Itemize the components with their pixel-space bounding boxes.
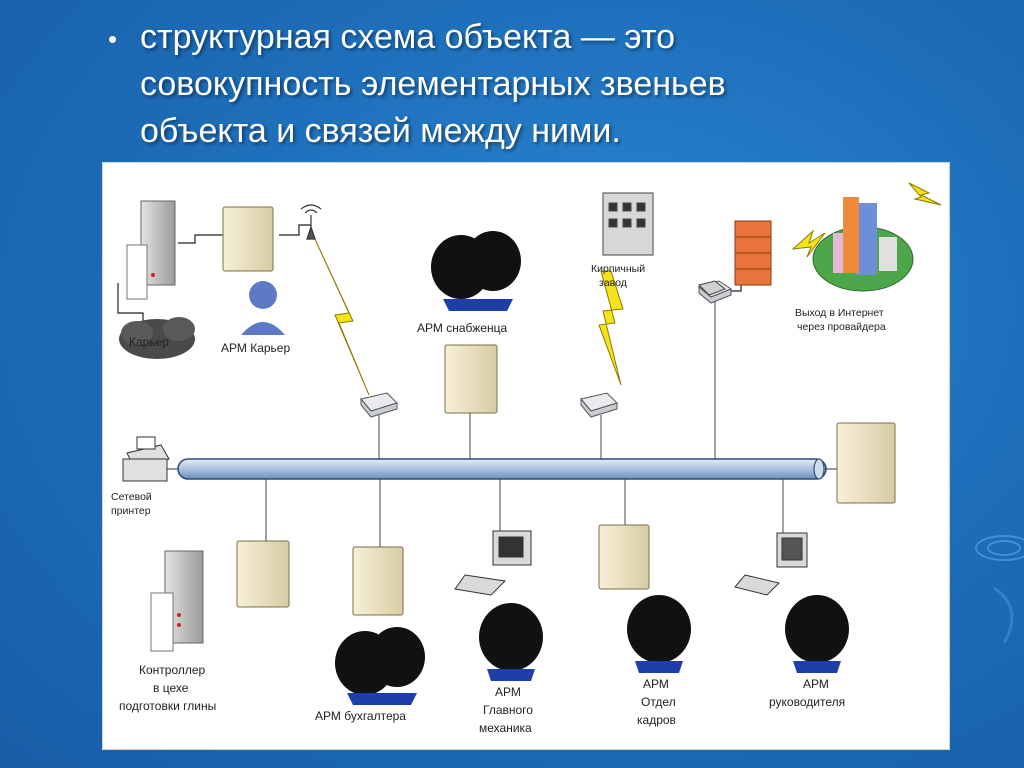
firewall-icon bbox=[734, 220, 772, 286]
network-bus bbox=[163, 458, 839, 480]
person-kadry bbox=[627, 595, 691, 673]
label-arm-rukovoditelya-line2: руководителя bbox=[769, 695, 846, 709]
label-arm-kadrov-line2: Отдел bbox=[641, 695, 676, 709]
network-structure-diagram: Карьер АРМ Карьер АРМ снабженца Кирпичны… bbox=[102, 162, 950, 750]
person-rukovoditel bbox=[785, 595, 849, 673]
label-arm-snabzhenca: АРМ снабженца bbox=[417, 321, 508, 335]
label-arm-mehanika-line2: Главного bbox=[483, 703, 533, 717]
label-controller-line3: подготовки глины bbox=[119, 699, 217, 713]
slide-text: структурная схема объекта — это совокупн… bbox=[140, 14, 988, 155]
slide-text-line-3: объекта и связей между ними. bbox=[140, 112, 621, 150]
label-printer-line2: принтер bbox=[111, 505, 151, 517]
slide-bullet: • структурная схема объекта — это совоку… bbox=[108, 14, 988, 155]
internet-city-icon bbox=[812, 197, 914, 292]
person-icons bbox=[335, 231, 849, 705]
cloud-icon bbox=[119, 317, 195, 359]
bullet-dot: • bbox=[108, 24, 118, 54]
label-printer-line1: Сетевой bbox=[111, 491, 152, 503]
person-mehanik bbox=[479, 603, 543, 681]
label-arm-mehanika-line1: АРМ bbox=[495, 685, 521, 699]
label-factory-line1: Кирпичный bbox=[591, 263, 646, 275]
label-arm-mehanika-line3: механика bbox=[479, 721, 532, 735]
label-internet-line1: Выход в Интернет bbox=[795, 307, 884, 319]
diagram-graphics bbox=[117, 182, 942, 705]
controller-towers bbox=[126, 200, 204, 652]
printer-icon bbox=[122, 436, 170, 482]
desktop-pc-icons bbox=[454, 530, 808, 596]
modem-icon bbox=[698, 280, 726, 296]
label-arm-karier: АРМ Карьер bbox=[221, 341, 291, 355]
user-avatar-icon bbox=[241, 281, 285, 335]
slide-text-line-1: структурная схема объекта — это bbox=[140, 18, 676, 56]
slide-text-line-2: совокупность элементарных звеньев bbox=[140, 65, 726, 103]
background-swirl bbox=[975, 535, 1024, 644]
person-snabzhenec bbox=[431, 231, 521, 311]
label-controller-line1: Контроллер bbox=[139, 663, 206, 677]
label-internet-line2: через провайдера bbox=[797, 321, 886, 333]
antenna-icon bbox=[300, 204, 322, 240]
label-arm-kadrov-line3: кадров bbox=[637, 713, 676, 727]
label-factory-line2: завод bbox=[599, 277, 627, 289]
label-karier: Карьер bbox=[129, 335, 169, 349]
label-arm-rukovoditelya-line1: АРМ bbox=[803, 677, 829, 691]
hub-icons bbox=[360, 280, 733, 418]
label-controller-line2: в цехе bbox=[153, 681, 189, 695]
bus-connections bbox=[265, 291, 784, 547]
server-icons bbox=[222, 206, 896, 616]
label-arm-buhgaltera: АРМ бухгалтера bbox=[315, 709, 406, 723]
factory-icon bbox=[602, 192, 654, 256]
lightning-icons bbox=[312, 182, 942, 396]
label-arm-kadrov-line1: АРМ bbox=[643, 677, 669, 691]
person-buhgalter bbox=[335, 627, 425, 705]
